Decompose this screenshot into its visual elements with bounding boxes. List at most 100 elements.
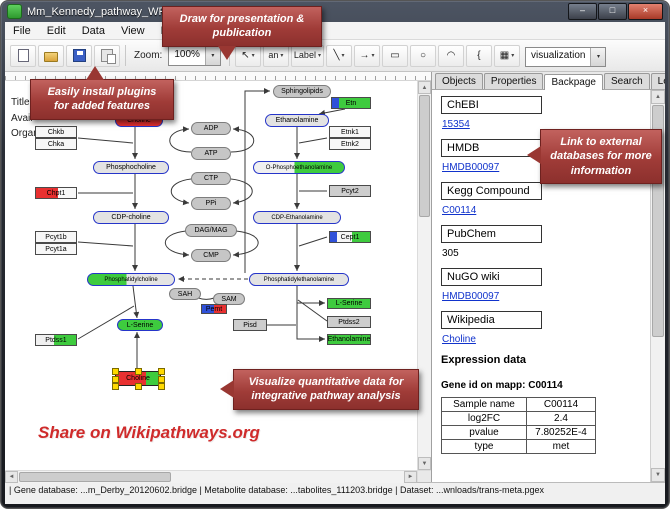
selection-handle[interactable] (112, 383, 119, 390)
tab-properties[interactable]: Properties (483, 73, 544, 89)
tab-backpage[interactable]: Backpage (544, 74, 603, 90)
scroll-right-button[interactable]: ► (404, 471, 418, 483)
pathway-node-choline[interactable]: Choline (112, 368, 165, 390)
menu-edit[interactable]: Edit (46, 24, 66, 37)
pathway-interaction-arrow[interactable] (170, 178, 192, 206)
pathway-node-ctp[interactable]: CTP (191, 172, 231, 185)
arrow-tool[interactable]: →▾ (353, 44, 380, 67)
pathway-connector-line[interactable] (298, 236, 328, 247)
pathway-node-phosphocholine[interactable]: Phosphocholine (93, 161, 169, 174)
pathway-interaction-arrow[interactable] (230, 178, 253, 206)
pathway-node-pcyt2[interactable]: Pcyt2 (329, 185, 371, 197)
pathway-node-phosphatidylethanolamine[interactable]: Phosphatidylethanolamine (249, 273, 349, 286)
selection-handle[interactable] (112, 375, 119, 383)
tab-search[interactable]: Search (603, 73, 650, 89)
external-database-link[interactable]: 15354 (442, 119, 470, 130)
scroll-down-button[interactable]: ▼ (418, 457, 431, 470)
pathway-node-chka[interactable]: Chka (35, 138, 77, 150)
pathway-interaction-arrow[interactable] (132, 285, 140, 319)
selection-handle[interactable] (158, 375, 165, 383)
save-button[interactable] (66, 44, 92, 67)
external-database-link[interactable]: HMDB00097 (442, 162, 500, 173)
pathway-node-l-serine[interactable]: L-Serine (327, 298, 371, 309)
visualization-dropdown-icon[interactable]: ▾ (590, 47, 606, 66)
pathway-interaction-arrow[interactable] (318, 108, 346, 116)
selection-handle[interactable] (112, 368, 119, 375)
pathway-interaction-arrow[interactable] (296, 303, 325, 342)
arc-tool[interactable]: ◠ (437, 44, 464, 67)
pathway-node-ethanolamine[interactable]: Ethanolamine (327, 334, 371, 345)
pathway-node-phosphatidylcholine[interactable]: Phosphatidylcholine (87, 273, 175, 286)
selection-handle[interactable] (135, 383, 142, 390)
close-button[interactable]: × (628, 3, 663, 20)
brace-tool[interactable]: { (465, 44, 492, 67)
oval-tool[interactable]: ○ (409, 44, 436, 67)
pathway-interaction-arrow[interactable] (230, 126, 255, 153)
selection-handle[interactable] (158, 368, 165, 375)
titlebar[interactable]: Mm_Kennedy_pathway_WP1771_45176.gpml – □… (1, 1, 669, 22)
pathway-node-chkb[interactable]: Chkb (35, 126, 77, 138)
external-database-link[interactable]: HMDB00097 (442, 291, 500, 302)
open-folder-button[interactable] (38, 44, 64, 67)
pathway-node-adp[interactable]: ADP (191, 122, 231, 135)
pathway-node-pemt[interactable]: Pemt (201, 304, 227, 314)
pathway-node-etnk2[interactable]: Etnk2 (329, 138, 371, 150)
visualization-combobox[interactable]: visualization ▾ (524, 46, 607, 67)
pathway-node-ppi[interactable]: PPi (191, 197, 231, 210)
canvas-vertical-scrollbar[interactable]: ▲ ▼ (417, 81, 431, 470)
pathway-connector-line[interactable] (77, 241, 134, 247)
pathway-node-atp[interactable]: ATP (191, 147, 231, 160)
pathway-node-cmp[interactable]: CMP (191, 249, 231, 262)
scroll-up-button[interactable]: ▲ (651, 90, 665, 104)
tab-objects[interactable]: Objects (435, 73, 483, 89)
zoom-dropdown-icon[interactable]: ▾ (204, 46, 220, 65)
label-tool[interactable]: Label▾ (290, 44, 324, 67)
horizontal-scroll-thumb[interactable] (19, 472, 171, 482)
external-database-link[interactable]: C00114 (442, 205, 477, 216)
rect-tool[interactable]: ▭ (381, 44, 408, 67)
pathway-node-chpt1[interactable]: Chpt1 (35, 187, 77, 199)
pathway-interaction-arrow[interactable] (169, 126, 192, 153)
menu-file[interactable]: File (13, 24, 31, 37)
external-database-link[interactable]: Choline (442, 334, 476, 345)
zoom-combobox[interactable]: 100% ▾ (168, 45, 221, 66)
line-tool[interactable]: ╲▾ (325, 44, 352, 67)
pathway-node-l-serine[interactable]: L-Serine (117, 319, 163, 331)
pathway-node-pcyt1b[interactable]: Pcyt1b (35, 231, 77, 243)
pathway-node-dag-mag[interactable]: DAG/MAG (185, 224, 237, 237)
datanode-tool[interactable]: an▾ (262, 44, 289, 67)
pathway-node-ptdss1[interactable]: Ptdss1 (35, 334, 77, 346)
export-button[interactable] (94, 44, 120, 67)
canvas-horizontal-scrollbar[interactable]: ◄ ► (5, 470, 418, 483)
pathway-interaction-arrow[interactable] (232, 230, 259, 258)
pathway-node-pisd[interactable]: Pisd (233, 319, 267, 331)
scroll-left-button[interactable]: ◄ (5, 471, 18, 483)
pathway-interaction-arrow[interactable] (244, 88, 270, 273)
scroll-down-button[interactable]: ▼ (651, 468, 665, 482)
menu-view[interactable]: View (120, 24, 145, 37)
pathway-connector-line[interactable] (297, 299, 328, 322)
pathway-node-o-phosphoethanolamine[interactable]: O-Phosphoethanolamine (253, 161, 345, 174)
selection-tool[interactable]: ↖▾ (234, 44, 261, 67)
pathway-node-etnk1[interactable]: Etnk1 (329, 126, 371, 138)
new-file-button[interactable] (10, 44, 36, 67)
maximize-button[interactable]: □ (598, 3, 627, 20)
pathway-interaction-arrow[interactable] (296, 286, 325, 306)
pathway-node-sam[interactable]: SAM (213, 293, 245, 305)
pathway-connector-line[interactable] (77, 137, 134, 144)
pathway-node-pcyt1a[interactable]: Pcyt1a (35, 243, 77, 255)
template-tool[interactable]: ▦▾ (493, 44, 520, 67)
pathway-node-cdp-ethanolamine[interactable]: CDP-Ethanolamine (253, 211, 341, 224)
pathway-node-etn[interactable]: Etn (331, 97, 371, 109)
pathway-node-sphingolipids[interactable]: Sphingolipids (273, 85, 331, 98)
tab-legend[interactable]: Legend (650, 73, 665, 89)
pathway-connector-line[interactable] (77, 305, 135, 340)
pathway-node-ethanolamine[interactable]: Ethanolamine (265, 114, 329, 127)
pathway-node-cdp-choline[interactable]: CDP-choline (93, 211, 169, 224)
minimize-button[interactable]: – (568, 3, 597, 20)
pathway-node-cept1[interactable]: Cept1 (329, 231, 371, 243)
pathway-connector-line[interactable] (298, 137, 328, 144)
pathway-node-sah[interactable]: SAH (169, 288, 201, 300)
vertical-scroll-thumb[interactable] (419, 95, 430, 217)
